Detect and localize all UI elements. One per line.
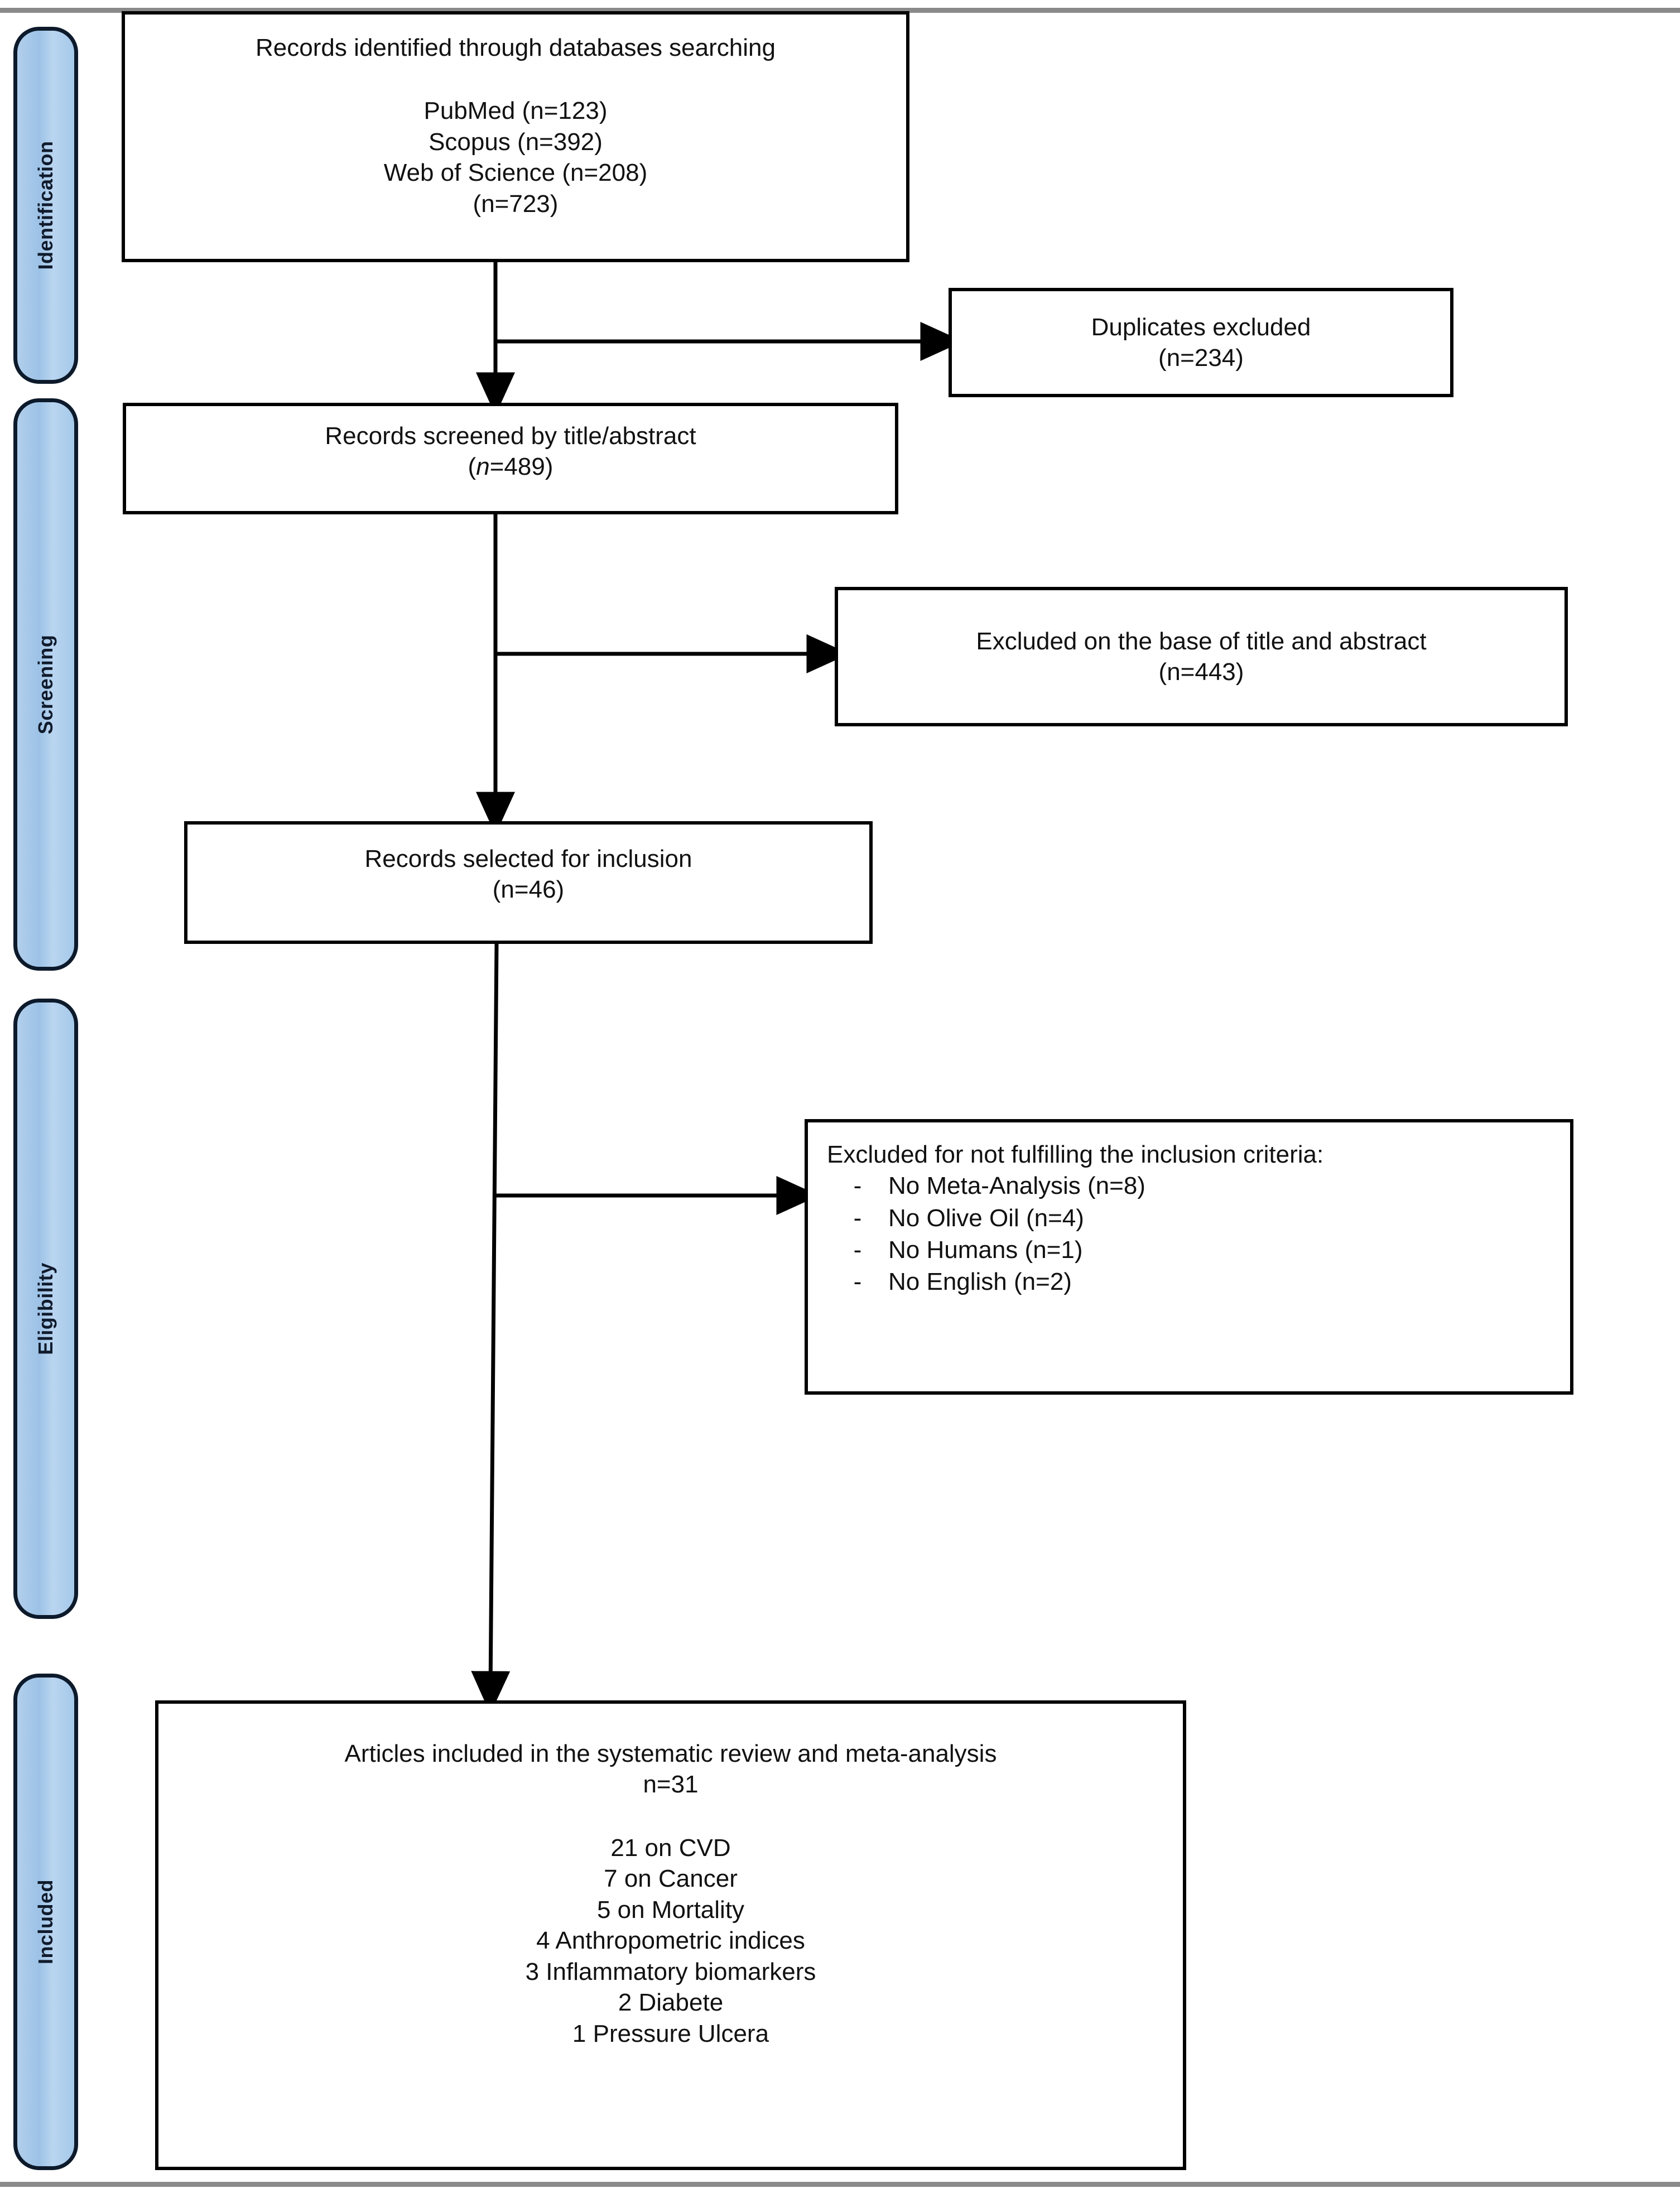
topic-cancer: 7 on Cancer <box>604 1865 738 1893</box>
box-excluded-title-abstract: Excluded on the base of title and abstra… <box>835 587 1568 726</box>
records-screened-count: (n=489) <box>468 451 553 482</box>
criteria-item-humans: - No Humans (n=1) <box>827 1234 1145 1266</box>
box-records-screened: Records screened by title/abstract (n=48… <box>123 403 898 514</box>
records-identified-heading: Records identified through databases sea… <box>256 34 776 61</box>
bullet-dash-icon: - <box>853 1172 862 1200</box>
topic-inflammatory-biomarkers: 3 Inflammatory biomarkers <box>525 1958 816 1985</box>
records-selected-label: Records selected for inclusion <box>364 845 692 873</box>
stage-label-included: Included <box>34 1879 57 1965</box>
topic-cvd: 21 on CVD <box>610 1834 731 1862</box>
records-selected-count: (n=46) <box>492 876 565 904</box>
stage-bar-eligibility: Eligibility <box>13 999 78 1619</box>
topic-mortality: 5 on Mortality <box>596 1896 745 1924</box>
topic-anthropometric-indices: 4 Anthropometric indices <box>536 1927 805 1955</box>
criteria-item-label: No Meta-Analysis (n=8) <box>888 1172 1145 1200</box>
excluded-title-abstract-count: (n=443) <box>1158 658 1244 686</box>
box-duplicates-excluded: Duplicates excluded (n=234) <box>949 288 1453 397</box>
stage-bar-screening: Screening <box>13 398 78 971</box>
criteria-item-label: No Humans (n=1) <box>888 1236 1083 1264</box>
excluded-criteria-heading: Excluded for not fulfilling the inclusio… <box>827 1141 1324 1168</box>
stage-label-screening: Screening <box>34 634 57 735</box>
records-screened-n-italic: n <box>476 453 490 481</box>
duplicates-excluded-count: (n=234) <box>1158 344 1244 372</box>
records-screened-n-value: =489) <box>489 453 553 481</box>
topic-diabete: 2 Diabete <box>618 1989 724 2017</box>
articles-included-count: n=31 <box>643 1771 699 1799</box>
box-records-selected: Records selected for inclusion (n=46) <box>184 821 873 944</box>
records-identified-total: (n=723) <box>473 190 559 218</box>
box-excluded-criteria: Excluded for not fulfilling the inclusio… <box>805 1119 1573 1395</box>
excluded-title-abstract-label: Excluded on the base of title and abstra… <box>976 627 1427 655</box>
bullet-dash-icon: - <box>853 1236 862 1264</box>
source-pubmed: PubMed (n=123) <box>423 97 608 125</box>
box-records-identified: Records identified through databases sea… <box>122 11 909 262</box>
stage-bar-included: Included <box>13 1674 78 2170</box>
articles-included-label: Articles included in the systematic revi… <box>344 1740 997 1767</box>
topic-pressure-ulcera: 1 Pressure Ulcera <box>572 2019 769 2047</box>
page-top-rule <box>0 8 1680 13</box>
bullet-dash-icon: - <box>853 1204 862 1232</box>
bullet-dash-icon: - <box>853 1268 862 1295</box>
records-screened-paren-open: ( <box>468 453 476 481</box>
box-articles-included: Articles included in the systematic revi… <box>155 1700 1186 2170</box>
criteria-item-english: - No English (n=2) <box>827 1266 1145 1298</box>
stage-bar-identification: Identification <box>13 27 78 384</box>
stage-label-eligibility: Eligibility <box>34 1262 57 1355</box>
criteria-item-label: No English (n=2) <box>888 1268 1072 1295</box>
criteria-item-meta-analysis: - No Meta-Analysis (n=8) <box>827 1170 1145 1202</box>
stage-label-identification: Identification <box>34 141 57 270</box>
criteria-item-label: No Olive Oil (n=4) <box>888 1204 1084 1232</box>
source-scopus: Scopus (n=392) <box>429 128 603 156</box>
page-bottom-rule <box>0 2182 1680 2187</box>
excluded-criteria-list: - No Meta-Analysis (n=8) - No Olive Oil … <box>827 1170 1145 1298</box>
criteria-item-olive-oil: - No Olive Oil (n=4) <box>827 1202 1145 1234</box>
records-screened-label: Records screened by title/abstract <box>325 422 696 450</box>
source-web-of-science: Web of Science (n=208) <box>383 159 648 187</box>
duplicates-excluded-label: Duplicates excluded <box>1091 313 1311 341</box>
